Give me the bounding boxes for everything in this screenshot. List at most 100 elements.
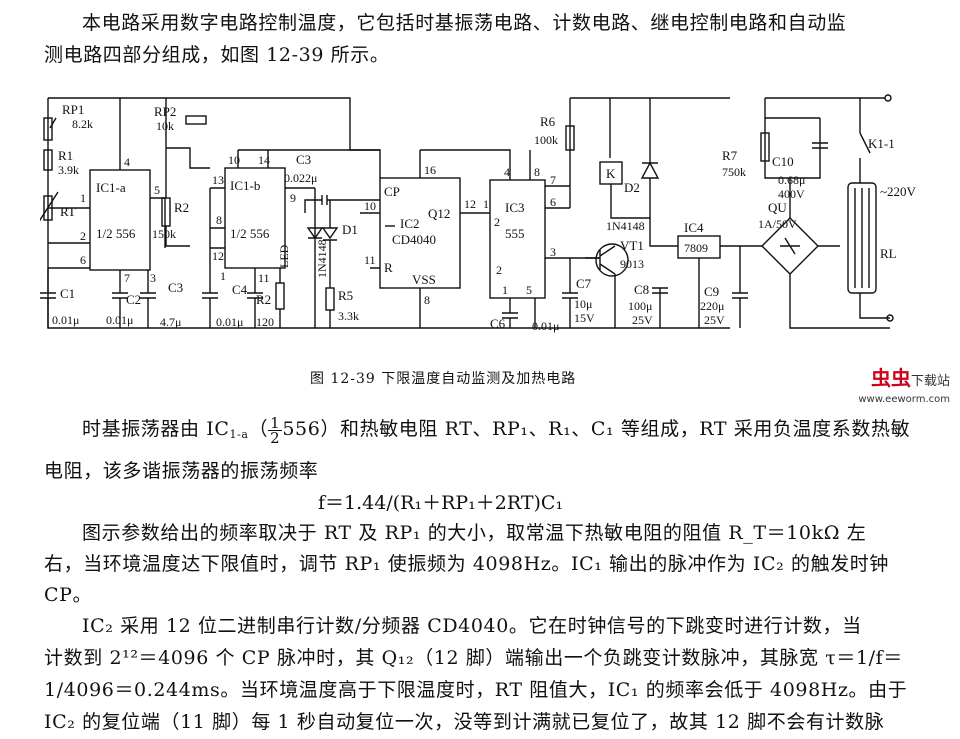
paragraph-3-line-2: 计数到 2¹²＝4096 个 CP 脉冲时，其 Q₁₂（12 脚）端输出一个负跳… [44,647,903,669]
pin-label: 7 [550,173,556,187]
watermark-url: www.eeworm.com [858,394,950,405]
label-vt1: VT1 [620,238,644,253]
fraction-numerator: 1 [268,413,283,432]
label-r2a: R2 [174,200,189,215]
label-r6: R6 [540,114,556,129]
label-cp: CP [384,184,400,199]
label-c7-value: 10μ [574,297,592,311]
paragraph-3-line-4: IC₂ 的复位端（11 脚）每 1 秒自动复位一次，没等到计满就已复位了，故其 … [44,711,885,733]
label-rp2: RP2 [154,104,176,119]
label-qu-value: 1A/50V [758,217,797,231]
label-c8-value: 100μ [628,299,652,313]
pin-label: 4 [504,165,510,179]
label-c2: C2 [126,292,141,307]
pin-label: 10 [228,153,240,167]
label-c2-value: 0.01μ [106,313,133,327]
label-1n4148: 1N4148 [315,239,329,278]
ic3-box [489,179,546,299]
label-ac: ~220V [880,184,917,199]
label-rl: RL [880,246,897,261]
pin-label: 12 [464,197,476,211]
label-c9: C9 [704,284,719,299]
pin-label: 5 [526,283,532,297]
label-d1: D1 [342,222,358,237]
label-r1: R1 [58,148,73,163]
label-ic3: IC3 [505,200,525,215]
label-ic1b-half: 1/2 556 [230,226,270,241]
label-r2a-value: 150k [152,227,176,241]
label-vt1-type: 9013 [620,257,644,271]
pin-label: 1 [80,191,86,205]
pin-label: 2 [494,215,500,229]
label-q12: Q12 [428,206,450,221]
pin-label: 1 [502,283,508,297]
label-r2b: R2 [256,292,271,307]
figure-caption: 图 12-39 下限温度自动监测及加热电路 [310,371,577,387]
pin-label: 11 [364,253,376,267]
pin-label: 1 [483,197,489,211]
label-k: K [606,166,616,181]
text: 556）和热敏电阻 RT、RP₁、R₁、C₁ 等组成，RT 采用负温度系数热敏 [282,418,911,440]
label-c10-voltage: 400V [778,187,805,201]
label-c9-voltage: 25V [704,313,725,327]
pin-label: 10 [364,199,376,213]
paragraph-1-line-2: 电阻，该多谐振荡器的振荡频率 [44,460,319,482]
pin-label: 3 [150,271,156,285]
pin-label: 9 [290,191,296,205]
pin-label: 16 [424,163,436,177]
label-cd4040: CD4040 [392,232,436,247]
label-c3b-value: 4.7μ [160,315,181,329]
label-r: R [384,260,393,275]
frequency-formula: f＝1.44/(R₁＋RP₁＋2RT)C₁ [318,492,564,514]
pin-label: 13 [212,173,224,187]
pin-label: 6 [80,253,86,267]
label-k11: K1-1 [868,136,895,151]
pin-label: 7 [124,271,130,285]
fraction-denominator: 2 [270,428,281,447]
paragraph-2-line-3: CP。 [44,584,93,606]
label-c3: C3 [296,152,311,167]
label-r1-value: 3.9k [58,163,79,177]
paragraph-3-line-3: 1/4096＝0.244ms。当环境温度高于下限温度时，RT 阻值大，IC₁ 的… [44,679,908,701]
label-c1-value: 0.01μ [52,313,79,327]
pin-label: 14 [258,153,270,167]
label-vss: VSS [412,272,436,287]
intro-line-1: 本电路采用数字电路控制温度，它包括时基振荡电路、计数电路、继电控制电路和自动监 [82,12,847,34]
label-c4: C4 [232,282,248,297]
label-ic3-type: 555 [505,226,525,241]
paragraph-3-line-1: IC₂ 采用 12 位二进制串行计数/分频器 CD4040。它在时钟信号的下跳变… [82,615,862,637]
label-d2: D2 [624,180,640,195]
label-ic1a: IC1-a [96,180,126,195]
label-ic4-type: 7809 [684,241,708,255]
label-c6: C6 [490,316,506,331]
paragraph-2-line-1: 图示参数给出的频率取决于 RT 及 RP₁ 的大小，取常温下热敏电阻的阻值 R_… [82,522,867,544]
label-d2-type: 1N4148 [606,219,645,233]
label-rp1: RP1 [62,102,84,117]
watermark-text: 下载站 [910,374,950,389]
label-qu: QU [768,200,787,215]
pin-label: 2 [496,263,502,277]
label-c9-value: 220μ [700,299,724,313]
pin-label: 6 [550,195,556,209]
label-rt: RT [60,204,76,219]
pin-label: 4 [124,155,130,169]
paragraph-2-line-2: 右，当环境温度达下限值时，调节 RP₁ 使振频为 4098Hz。IC₁ 输出的脉… [44,553,889,575]
subscript: 1-a [229,428,249,441]
label-r5: R5 [338,288,353,303]
label-rp2-value: 10k [156,119,174,133]
label-rp1-value: 8.2k [72,117,93,131]
label-c10-value: 0.68μ [778,173,805,187]
label-c3b: C3 [168,280,183,295]
label-r7-value: 750k [722,165,746,179]
label-r2b-value: 120 [256,315,274,329]
label-r5-value: 3.3k [338,309,359,323]
pin-label: 1 [220,269,226,283]
pin-label: 2 [80,229,86,243]
text: 时基振荡器由 IC [82,418,230,440]
label-c10: C10 [772,154,794,169]
label-ic1b: IC1-b [230,178,260,193]
label-led: LED [277,244,291,268]
